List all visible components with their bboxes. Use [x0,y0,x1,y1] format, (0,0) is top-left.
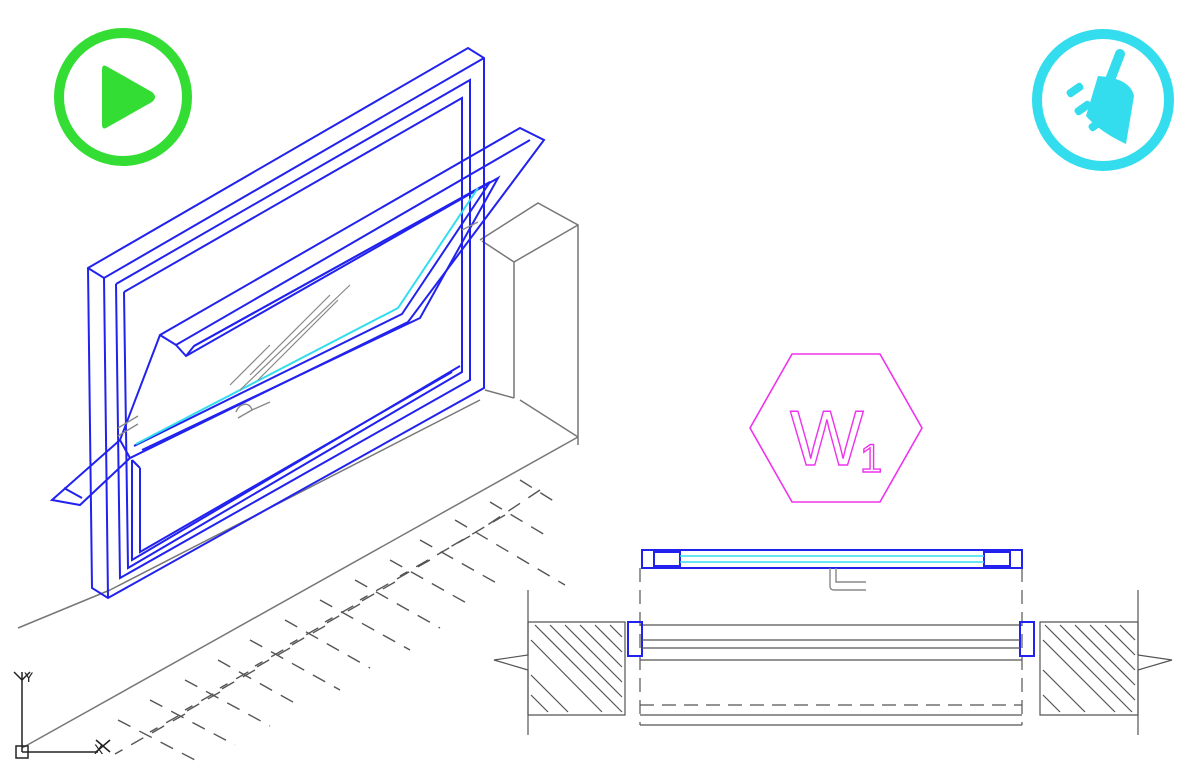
broom-icon [1032,29,1174,171]
tag-hexagon [749,353,923,503]
hinge-arm-left [117,415,139,437]
plan-section [493,549,1173,735]
play-icon [54,28,192,166]
brick-hatch-pattern [114,479,566,761]
ucs-y-label: Y [24,669,34,685]
window-tag: W 1 [749,353,923,503]
tag-subscript: 1 [860,437,882,481]
handle-plan [829,568,866,591]
sash-glass-plan [680,555,984,563]
sash-plan [641,549,1023,569]
glass-reflection [229,284,351,391]
handle-iso [235,401,271,419]
wall-hatch-right [1039,621,1173,716]
tag-letter: W [790,394,864,482]
frame-in-wall [627,621,1035,657]
ucs-x-label: X [94,741,104,757]
window-glass [135,187,479,445]
wall-hatch-left [493,621,626,716]
clean-button[interactable] [1030,24,1176,176]
ucs-icon [13,671,111,759]
hinge-arm-right [461,221,479,231]
play-button[interactable] [50,24,196,170]
window-isometric [49,46,546,600]
wall-isometric [17,202,579,749]
opening-lines [527,568,1139,735]
